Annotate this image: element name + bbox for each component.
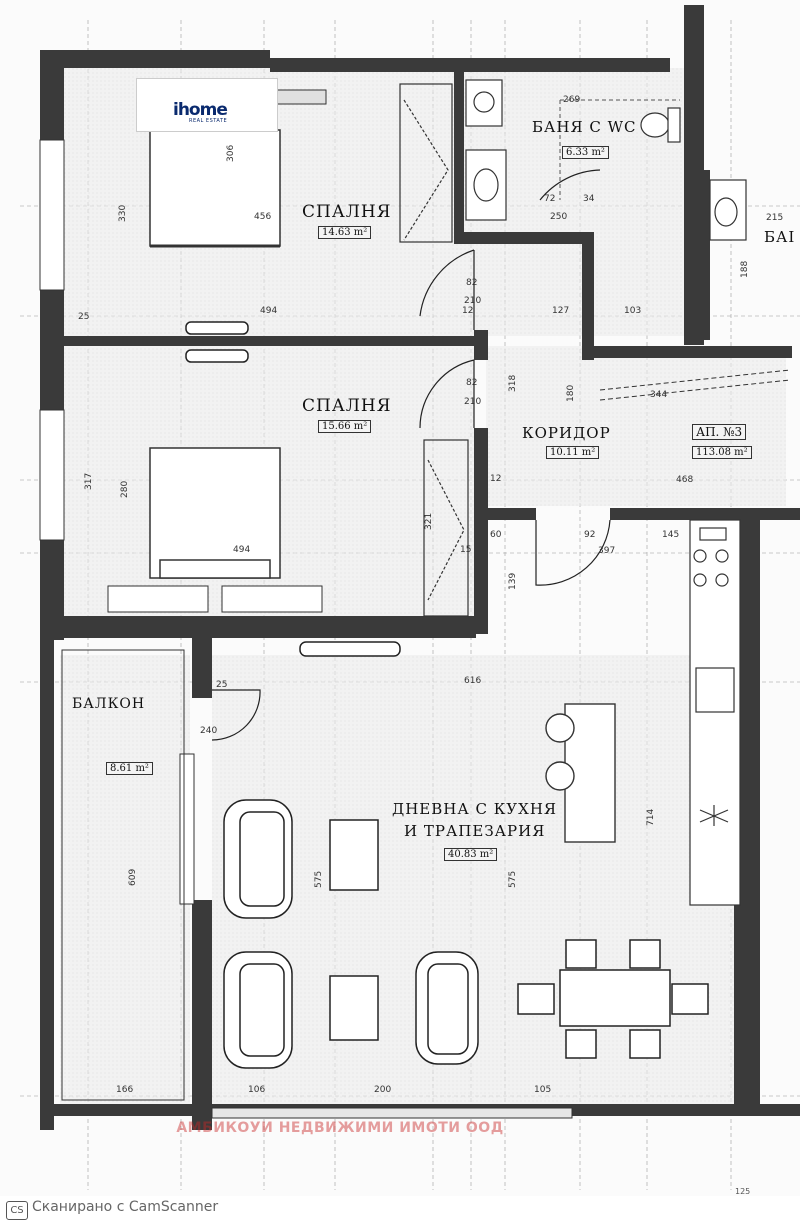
room-bathroom-name: БАНЯ С WC [532,118,637,136]
dim-label: 103 [624,306,642,316]
dim-label: 494 [260,306,278,316]
dim-label: 25 [216,680,228,690]
room-balcony-area: 8.61 m² [106,762,153,775]
dim-label: 321 [424,512,434,530]
dim-label: 92 [584,530,596,540]
dim-label: 330 [118,204,128,222]
bar-island [545,703,616,843]
dim-label: 145 [662,530,680,540]
kitchen [689,519,741,906]
dim-label: 494 [233,545,251,555]
room-living-name-2: И ТРАПЕЗАРИЯ [404,822,546,840]
dim-label: 166 [116,1085,134,1095]
nightstands [107,585,323,613]
dim-label: 12 [462,306,474,316]
room-bath2-name: БАІ [764,228,796,246]
dim-label: 106 [248,1085,266,1095]
room-corridor-area: 10.11 m² [546,446,600,459]
dim-label: 280 [120,480,130,498]
watermark: АМБИКОУИ НЕДВИЖИМИ ИМОТИ ООД [176,1120,504,1136]
dim-label: 714 [646,808,656,826]
room-bedroom-2-area: 15.66 m² [318,420,372,433]
bath-fixtures [465,79,681,221]
dim-label: 250 [550,212,568,222]
dim-label: 468 [676,475,694,485]
dim-label: 344 [650,390,668,400]
dim-label: 575 [314,870,324,888]
dim-label: 34 [583,194,595,204]
room-living-area: 40.83 m² [444,848,498,861]
dim-label: 127 [552,306,570,316]
dim-label: 15 [460,545,472,555]
logo-subtitle: REAL ESTATE [189,118,228,124]
dim-label: 397 [598,546,616,556]
dim-label: 269 [563,95,581,105]
dim-label: 616 [464,676,482,686]
room-corridor-name: КОРИДОР [522,424,611,442]
dim-label: 609 [128,868,138,886]
room-bedroom-1-area: 14.63 m² [318,226,372,239]
dim-label: 240 [200,726,218,736]
wardrobe-2 [423,439,469,617]
shower [559,99,680,200]
dim-label: 180 [566,384,576,402]
dim-label: 82 [466,378,478,388]
dim-label: 210 [464,397,482,407]
windows [39,89,573,1119]
dining-set [517,939,709,1059]
radiators [185,321,401,657]
dim-label: 210 [464,296,482,306]
balcony-rail [61,649,185,1101]
logo-text: ihome [173,100,228,120]
dim-label: 105 [534,1085,552,1095]
scanner-footer [0,1196,800,1227]
dim-label: 12 [490,474,502,484]
page-number: 125 [735,1187,751,1196]
room-bedroom-2-name: СПАЛНЯ [302,396,392,416]
room-balcony-name: БАЛКОН [72,696,146,712]
dim-label: 188 [740,260,750,278]
dim-label: 575 [508,870,518,888]
dim-label: 82 [466,278,478,288]
dim-label: 456 [254,212,272,222]
apartment-number: АП. №3 [692,424,747,440]
bed-1 [149,129,281,248]
room-living-name-1: ДНЕВНА С КУХНЯ [392,800,558,818]
walls [40,5,800,1130]
company-logo: ihome REAL ESTATE [136,78,278,132]
dim-label: 139 [508,572,518,590]
dim-label: 317 [84,472,94,490]
dim-label: 200 [374,1085,392,1095]
bath2-fixtures [709,179,747,241]
sofas [223,799,479,1069]
camscanner-icon: CS [6,1201,28,1220]
tables [329,819,379,1041]
wardrobe-1 [399,83,453,243]
bed-2 [149,447,281,579]
doors [211,169,611,741]
scanner-credit: Сканирано с CamScanner [32,1199,219,1215]
room-bedroom-1-name: СПАЛНЯ [302,202,392,222]
dim-label: 215 [766,213,784,223]
dim-label: 318 [508,374,518,392]
apartment-area: 113.08 m² [692,446,752,459]
dim-label: 60 [490,530,502,540]
dim-label: 25 [78,312,90,322]
dim-label: 72 [544,194,556,204]
dim-label: 306 [226,144,236,162]
room-bathroom-area: 6.33 m² [562,146,609,159]
